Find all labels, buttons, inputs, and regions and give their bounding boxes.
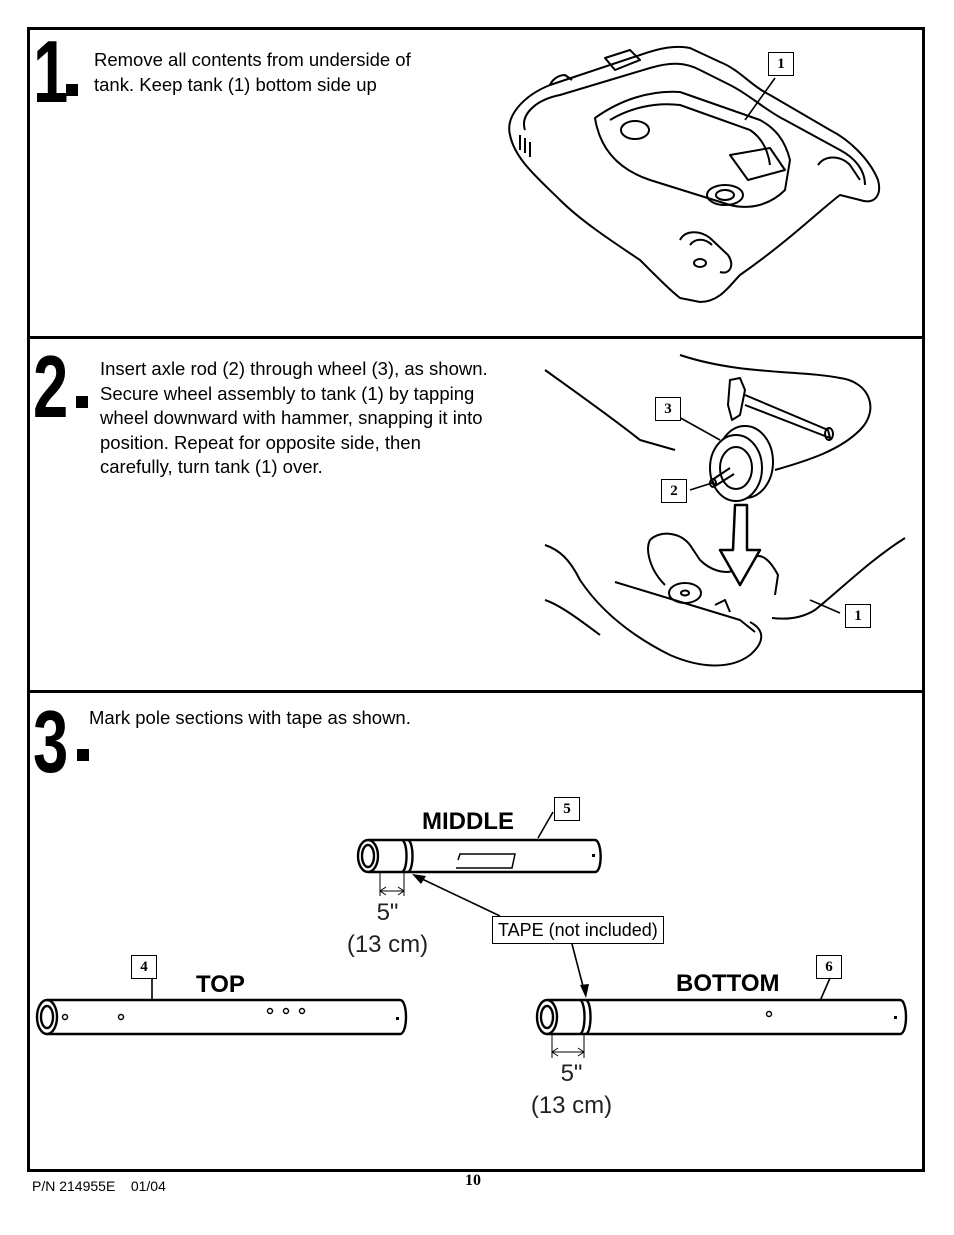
step-3-dot <box>77 749 89 761</box>
callout-wheel-3: 3 <box>655 397 681 421</box>
middle-pole <box>356 838 602 896</box>
middle-measure-in: 5" <box>376 899 399 926</box>
step-1-dot <box>66 84 78 96</box>
callout-pole-4: 4 <box>131 955 157 979</box>
callout-pole-6: 6 <box>816 955 842 979</box>
step-2-dot <box>76 396 88 408</box>
middle-measure-cm: (13 cm) <box>346 931 429 958</box>
middle-measure: 5" (13 cm) <box>340 897 435 961</box>
tank-bottom-illustration <box>508 45 880 303</box>
bottom-measure-cm: (13 cm) <box>530 1092 613 1119</box>
top-pole <box>35 998 408 1036</box>
page-number: 10 <box>465 1172 481 1189</box>
step-3-instruction: Mark pole sections with tape as shown. <box>89 707 411 728</box>
bottom-pole <box>535 998 908 1058</box>
bottom-measure-in: 5" <box>560 1060 583 1087</box>
wheel-install-illustration <box>544 354 906 667</box>
step-1-instruction: Remove all contents from underside of ta… <box>94 49 411 95</box>
bottom-label: BOTTOM <box>676 970 780 997</box>
bottom-measure: 5" (13 cm) <box>524 1058 619 1122</box>
tape-label: TAPE (not included) <box>492 916 664 944</box>
part-number: P/N 214955E 01/04 <box>32 1178 166 1194</box>
callout-axle-2: 2 <box>661 479 687 503</box>
top-label: TOP <box>196 971 245 998</box>
callout-tank-1: 1 <box>768 52 794 76</box>
step-3-panel <box>27 690 925 1172</box>
callout-pole-5: 5 <box>554 797 580 821</box>
step-2-instruction: Insert axle rod (2) through wheel (3), a… <box>100 358 488 477</box>
callout-tank-1b: 1 <box>845 604 871 628</box>
middle-label: MIDDLE <box>422 808 514 835</box>
